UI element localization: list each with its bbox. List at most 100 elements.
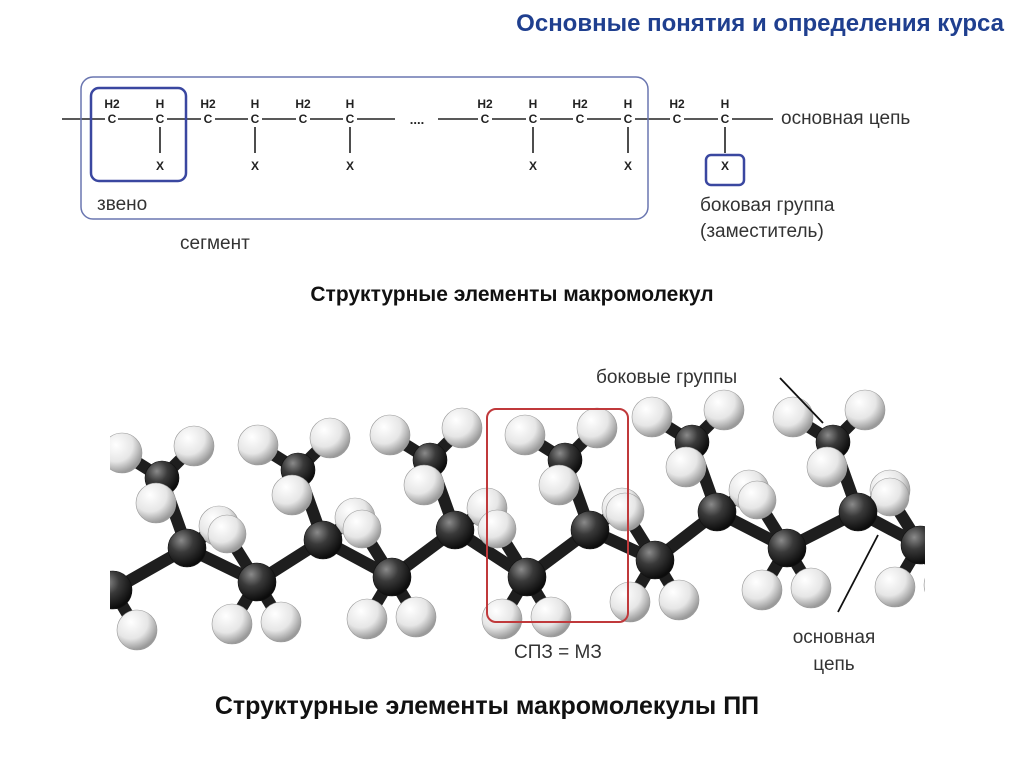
hydrogen-atom — [237, 424, 279, 466]
ch2-hydrogen-label: H2 — [104, 97, 120, 111]
hydrogen-atom — [211, 603, 253, 645]
hydrogen-atom — [658, 579, 700, 621]
carbon-atom — [635, 540, 675, 580]
chain-ellipsis: .... — [410, 112, 424, 127]
carbon-atom-label: C — [673, 112, 682, 126]
carbon-atom — [697, 492, 737, 532]
carbon-atom — [767, 528, 807, 568]
hydrogen-atom — [207, 514, 247, 554]
substituent-label: (заместитель) — [700, 221, 824, 242]
main-chain-label: основная цепь — [781, 108, 910, 129]
hydrogen-atom — [538, 464, 580, 506]
hydrogen-atom — [309, 417, 351, 459]
side-group-label: боковая группа — [700, 195, 835, 216]
carbon-atom-label: C — [346, 112, 355, 126]
segment-label: сегмент — [180, 233, 250, 254]
ch-hydrogen-label: H — [529, 97, 538, 111]
carbon-atom-label: C — [108, 112, 117, 126]
main-chain-label-line2: цепь — [813, 654, 855, 675]
hydrogen-atom — [403, 464, 445, 506]
ch2-hydrogen-label: H2 — [572, 97, 588, 111]
hydrogen-atom — [64, 523, 102, 561]
hydrogen-atom — [441, 407, 483, 449]
hydrogen-atom — [772, 396, 814, 438]
hydrogen-atom — [481, 598, 523, 640]
hydrogen-atom — [576, 407, 618, 449]
repeat-unit-frame — [486, 408, 629, 623]
substituent-x-label: X — [156, 159, 164, 173]
hydrogen-atom — [806, 446, 848, 488]
carbon-atom-label: C — [204, 112, 213, 126]
hydrogen-atom — [346, 598, 388, 640]
hydrogen-atom — [342, 509, 382, 549]
carbon-atom — [507, 557, 547, 597]
hydrogen-atom — [260, 601, 302, 643]
carbon-atom — [167, 528, 207, 568]
ch-hydrogen-label: H — [251, 97, 260, 111]
hydrogen-atom — [68, 612, 108, 652]
carbon-atom-label: C — [529, 112, 538, 126]
unit-label: звено — [97, 194, 147, 215]
hydrogen-atom — [703, 389, 745, 431]
ch-hydrogen-label: H — [624, 97, 633, 111]
ch-hydrogen-label: H — [156, 97, 165, 111]
main-chain-pointer — [837, 534, 879, 613]
hydrogen-atom — [737, 480, 777, 520]
hydrogen-atom — [741, 569, 783, 611]
carbon-atom — [900, 525, 925, 565]
hydrogen-atom — [790, 567, 832, 609]
ch2-hydrogen-label: H2 — [477, 97, 493, 111]
hydrogen-atom — [530, 596, 572, 638]
substituent-x-label: X — [346, 159, 354, 173]
carbon-atom — [303, 520, 343, 560]
substituent-x-label: X — [529, 159, 537, 173]
side-groups-pointer — [779, 377, 824, 424]
carbon-atom-label: C — [721, 112, 730, 126]
side-group-frame — [704, 153, 746, 187]
hydrogen-atom — [135, 482, 177, 524]
carbon-atom — [435, 510, 475, 550]
hydrogen-atom — [665, 446, 707, 488]
hydrogen-atom — [631, 396, 673, 438]
hydrogen-atom — [173, 425, 215, 467]
hydrogen-atom — [110, 432, 143, 474]
carbon-atom-label: C — [156, 112, 165, 126]
carbon-atom — [570, 510, 610, 550]
hydrogen-atom — [504, 414, 546, 456]
repeat-unit-label: СПЗ = МЗ — [514, 642, 602, 663]
hydrogen-atom — [874, 566, 916, 608]
hydrogen-atom — [609, 581, 651, 623]
carbon-atom-label: C — [576, 112, 585, 126]
ch2-hydrogen-label: H2 — [200, 97, 216, 111]
unit-frame — [89, 86, 188, 183]
caption-structural-elements: Структурные элементы макромолекул — [310, 283, 714, 306]
hydrogen-atom — [923, 577, 925, 593]
main-chain-label-line1: основная — [793, 627, 876, 648]
hydrogen-atom — [369, 414, 411, 456]
carbon-atom-label: C — [251, 112, 260, 126]
substituent-x-label: X — [721, 159, 729, 173]
bond-stick — [110, 573, 119, 596]
hydrogen-atom — [844, 389, 886, 431]
hydrogen-atom — [271, 474, 313, 516]
ch-hydrogen-label: H — [721, 97, 730, 111]
ch2-hydrogen-label: H2 — [669, 97, 685, 111]
carbon-atom-label: C — [481, 112, 490, 126]
side-groups-label: боковые группы — [596, 367, 737, 388]
caption-pp-structural-elements: Структурные элементы макромолекулы ПП — [214, 692, 760, 720]
carbon-atom — [372, 557, 412, 597]
hydrogen-atom — [870, 477, 910, 517]
pp-ball-stick-model — [64, 389, 925, 652]
carbon-atom — [110, 570, 133, 610]
bond-stick — [110, 584, 119, 607]
ch2-hydrogen-label: H2 — [295, 97, 311, 111]
carbon-atom — [838, 492, 878, 532]
hydrogen-atom — [605, 492, 645, 532]
hydrogen-atom — [477, 509, 517, 549]
segment-frame — [80, 76, 649, 220]
carbon-atom — [237, 562, 277, 602]
page-title: Основные понятия и определения курса — [516, 10, 1004, 37]
carbon-atom-label: C — [299, 112, 308, 126]
